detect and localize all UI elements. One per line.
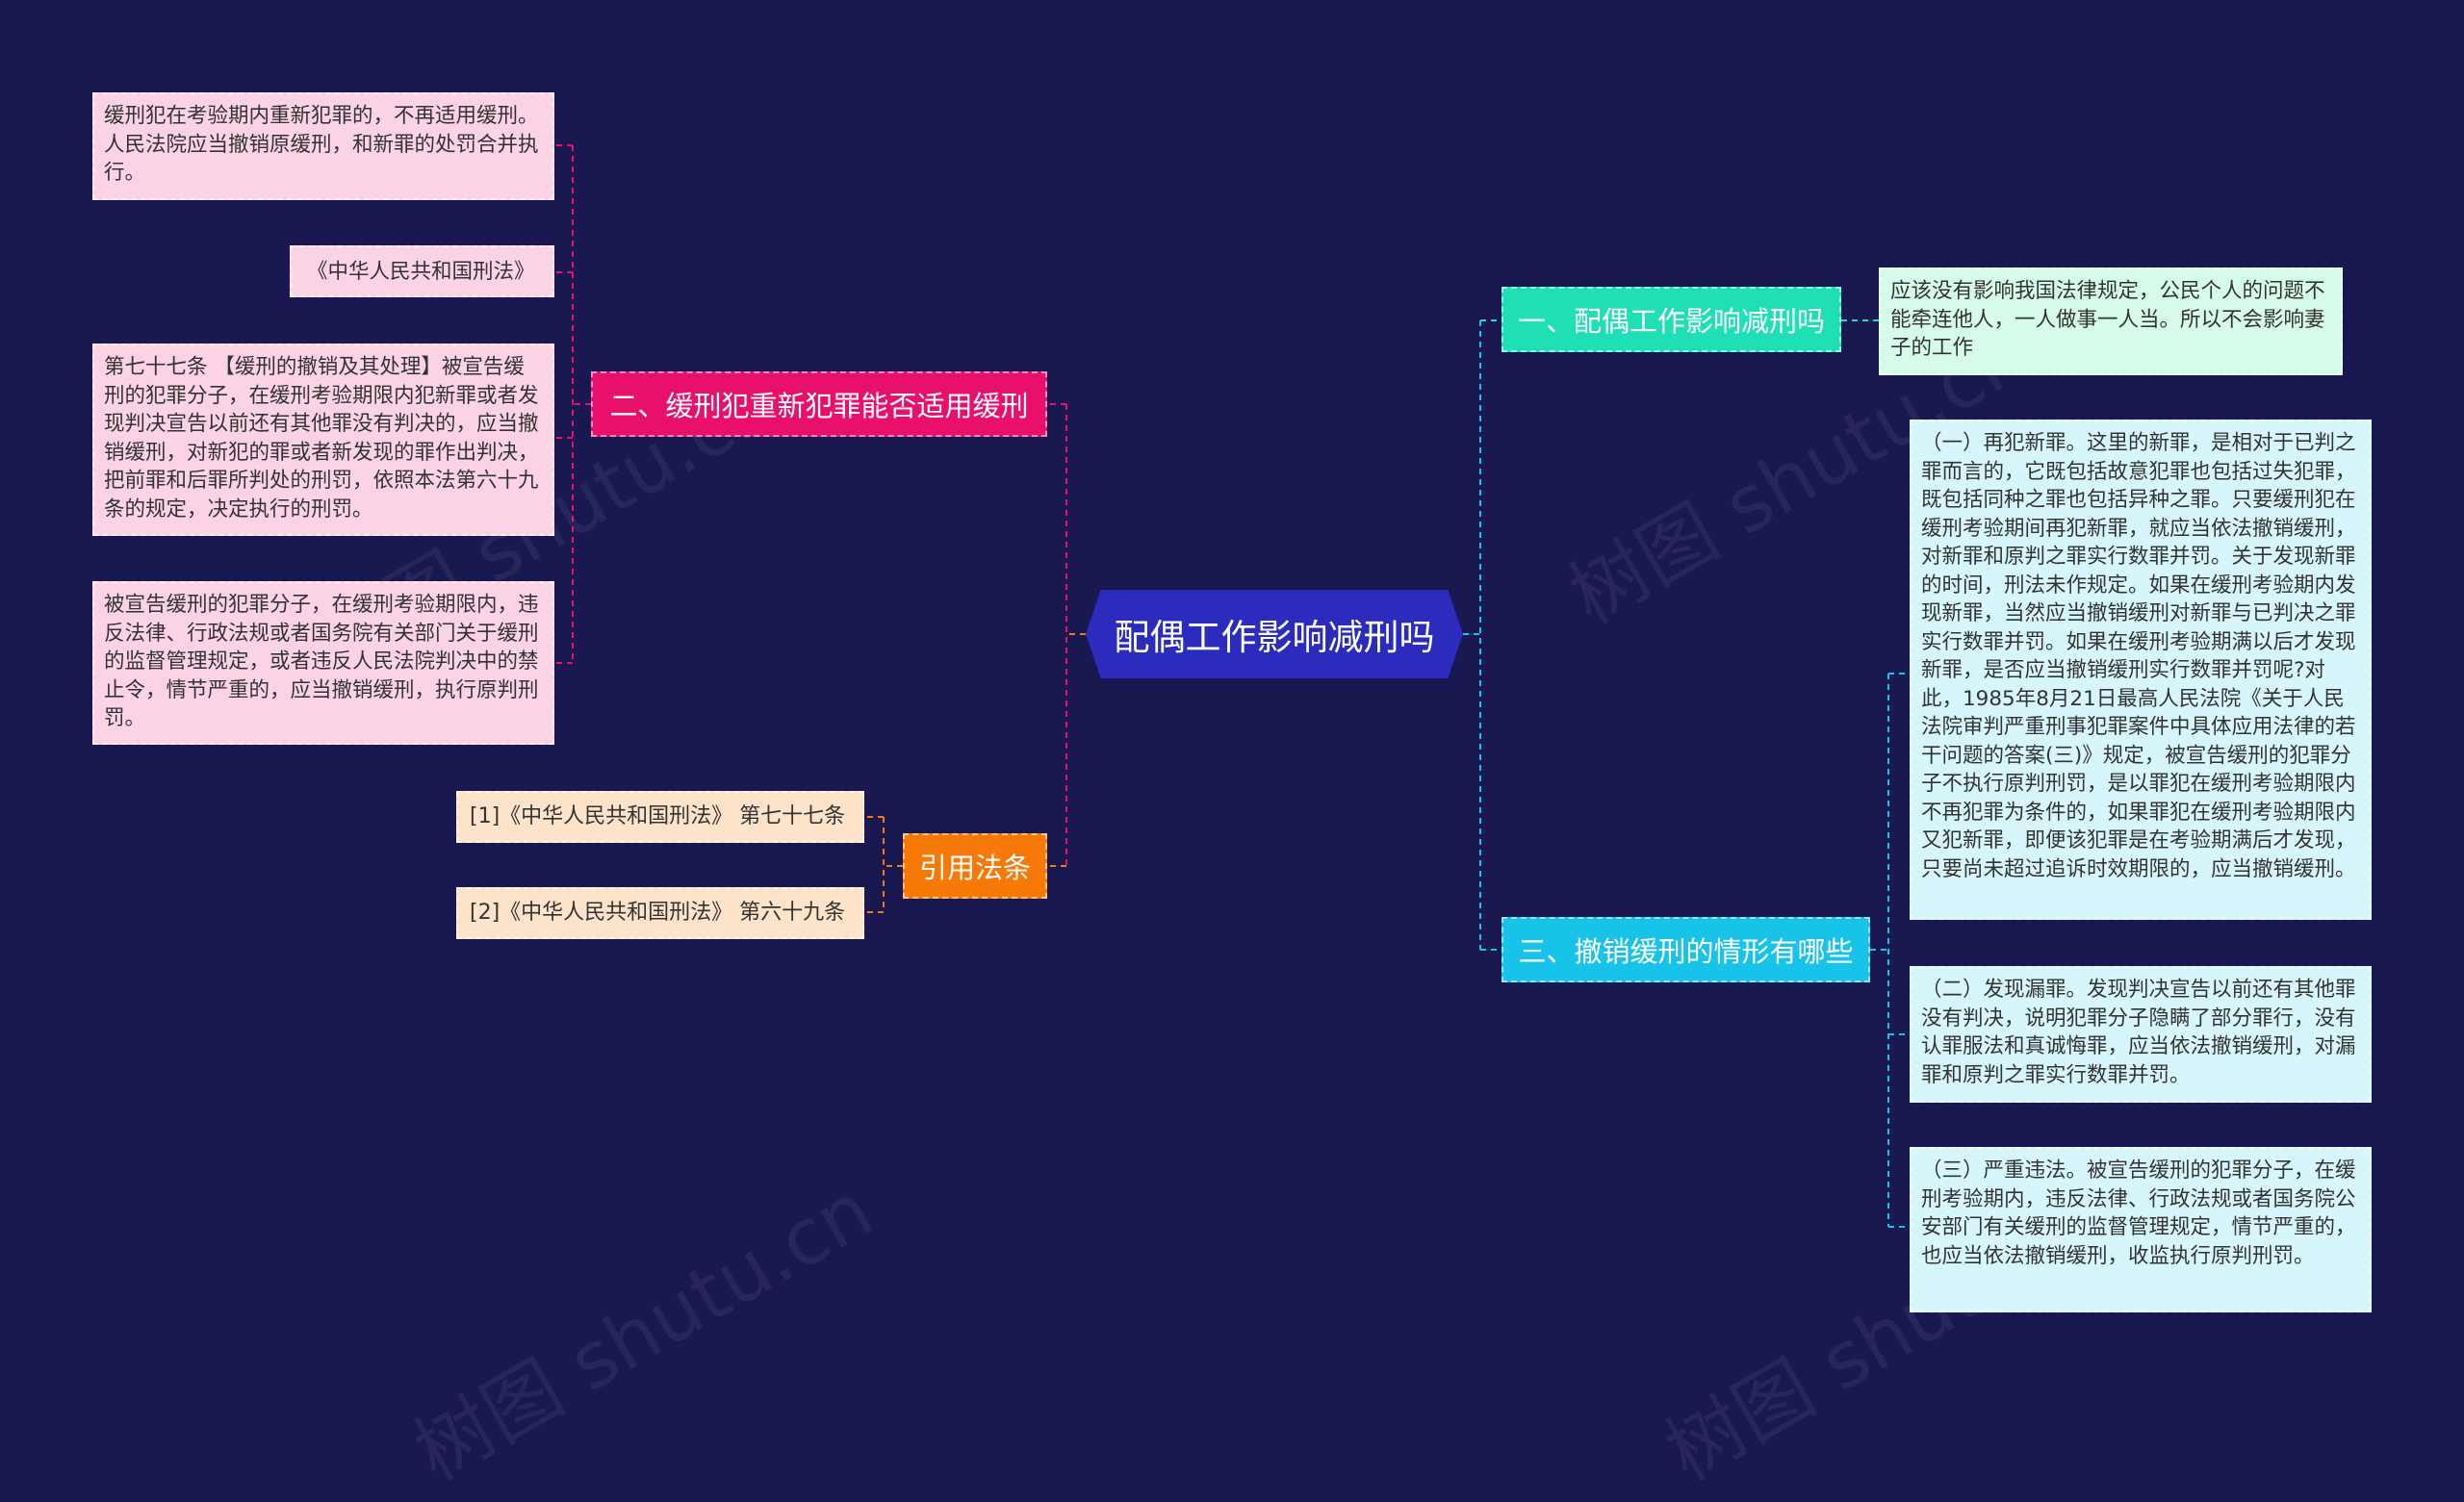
reference-1[interactable]: [1]《中华人民共和国刑法》 第七十七条	[456, 791, 864, 843]
leaf-b3-3[interactable]: （三）严重违法。被宣告缓刑的犯罪分子，在缓刑考验期内，违反法律、行政法规或者国务…	[1910, 1147, 2372, 1312]
central-topic[interactable]: 配偶工作影响减刑吗	[1086, 590, 1463, 678]
branch-2[interactable]: 二、缓刑犯重新犯罪能否适用缓刑	[591, 371, 1047, 437]
leaf-b2-1[interactable]: 缓刑犯在考验期内重新犯罪的，不再适用缓刑。人民法院应当撤销原缓刑，和新罪的处罚合…	[92, 92, 554, 200]
branch-1[interactable]: 一、配偶工作影响减刑吗	[1502, 287, 1841, 352]
branch-3[interactable]: 三、撤销缓刑的情形有哪些	[1502, 917, 1870, 982]
leaf-b2-2[interactable]: 《中华人民共和国刑法》	[290, 245, 554, 297]
leaf-b2-3[interactable]: 第七十七条 【缓刑的撤销及其处理】被宣告缓刑的犯罪分子，在缓刑考验期限内犯新罪或…	[92, 344, 554, 536]
branch-4[interactable]: 引用法条	[903, 833, 1047, 899]
leaf-b3-2[interactable]: （二）发现漏罪。发现判决宣告以前还有其他罪没有判决，说明犯罪分子隐瞒了部分罪行，…	[1910, 966, 2372, 1103]
reference-2[interactable]: [2]《中华人民共和国刑法》 第六十九条	[456, 887, 864, 939]
leaf-b3-1[interactable]: （一）再犯新罪。这里的新罪，是相对于已判之罪而言的，它既包括故意犯罪也包括过失犯…	[1910, 420, 2372, 920]
leaf-b1-1[interactable]: 应该没有影响我国法律规定，公民个人的问题不能牵连他人，一人做事一人当。所以不会影…	[1879, 267, 2343, 375]
leaf-b2-4[interactable]: 被宣告缓刑的犯罪分子，在缓刑考验期限内，违反法律、行政法规或者国务院有关部门关于…	[92, 581, 554, 745]
connector-lines	[554, 144, 1910, 1228]
